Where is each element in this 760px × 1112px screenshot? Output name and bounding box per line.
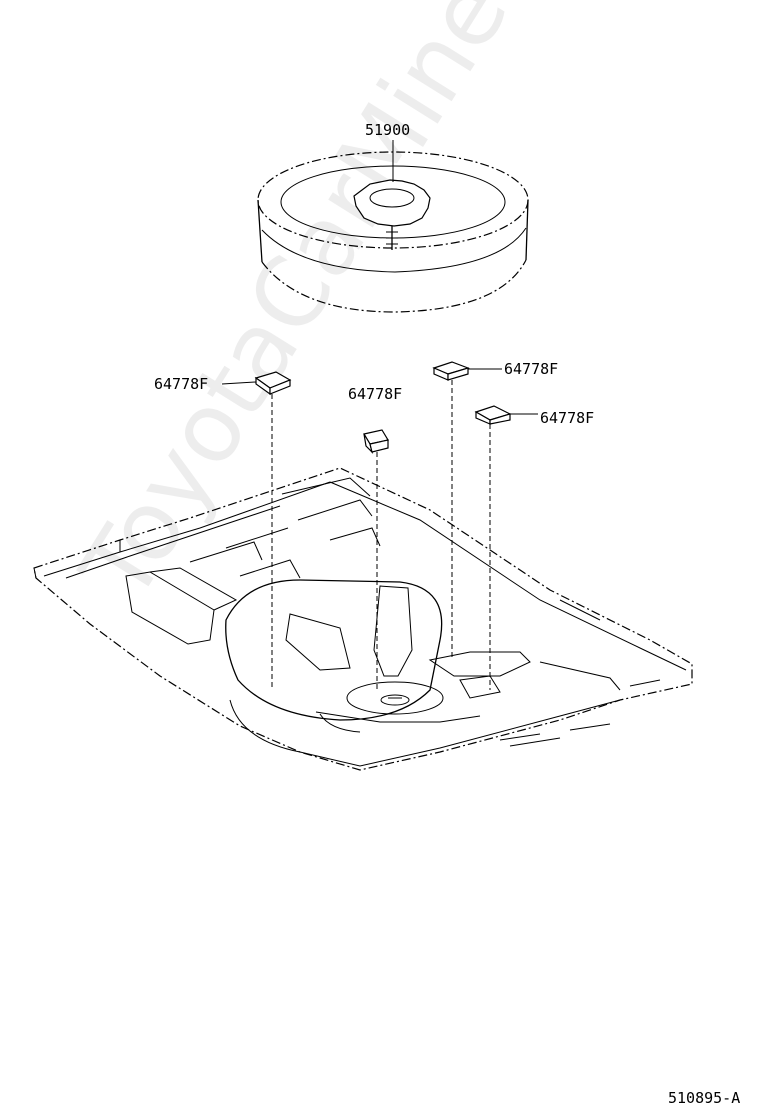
spare-wheel-left-side xyxy=(257,199,263,263)
center-ridge xyxy=(373,585,413,677)
spare-wheel-tread xyxy=(261,227,527,273)
pad-center[interactable] xyxy=(363,429,389,454)
wheel-hub-nut xyxy=(353,179,431,227)
spare-wheel[interactable] xyxy=(257,151,529,313)
callout-pad-right-lower[interactable]: 64778F xyxy=(540,409,595,427)
floor-pan-underside xyxy=(229,699,621,767)
well-center-boss xyxy=(346,681,444,715)
callout-pad-right-upper[interactable]: 64778F xyxy=(504,360,559,378)
pad-left[interactable] xyxy=(254,371,292,396)
spare-wheel-bottom xyxy=(261,259,527,313)
callout-pad-center[interactable]: 64778F xyxy=(348,385,403,403)
floor-pan-outline xyxy=(33,467,693,771)
rear-floor-pan xyxy=(33,467,693,771)
left-trough xyxy=(125,571,215,645)
pad-right-lower[interactable] xyxy=(474,405,512,425)
leader-pad-left xyxy=(221,381,257,385)
spare-tire-well xyxy=(225,579,443,721)
right-panel-cutout xyxy=(428,651,531,677)
drawing-number: 510895-A xyxy=(668,1089,741,1107)
spare-wheel-right-side xyxy=(525,199,529,261)
hub-nut-top xyxy=(369,188,415,208)
floor-pan-front-flange xyxy=(33,540,121,579)
callout-pad-left[interactable]: 64778F xyxy=(154,375,209,393)
callout-spare-wheel[interactable]: 51900 xyxy=(365,121,411,139)
pad-right-upper[interactable] xyxy=(432,361,470,381)
